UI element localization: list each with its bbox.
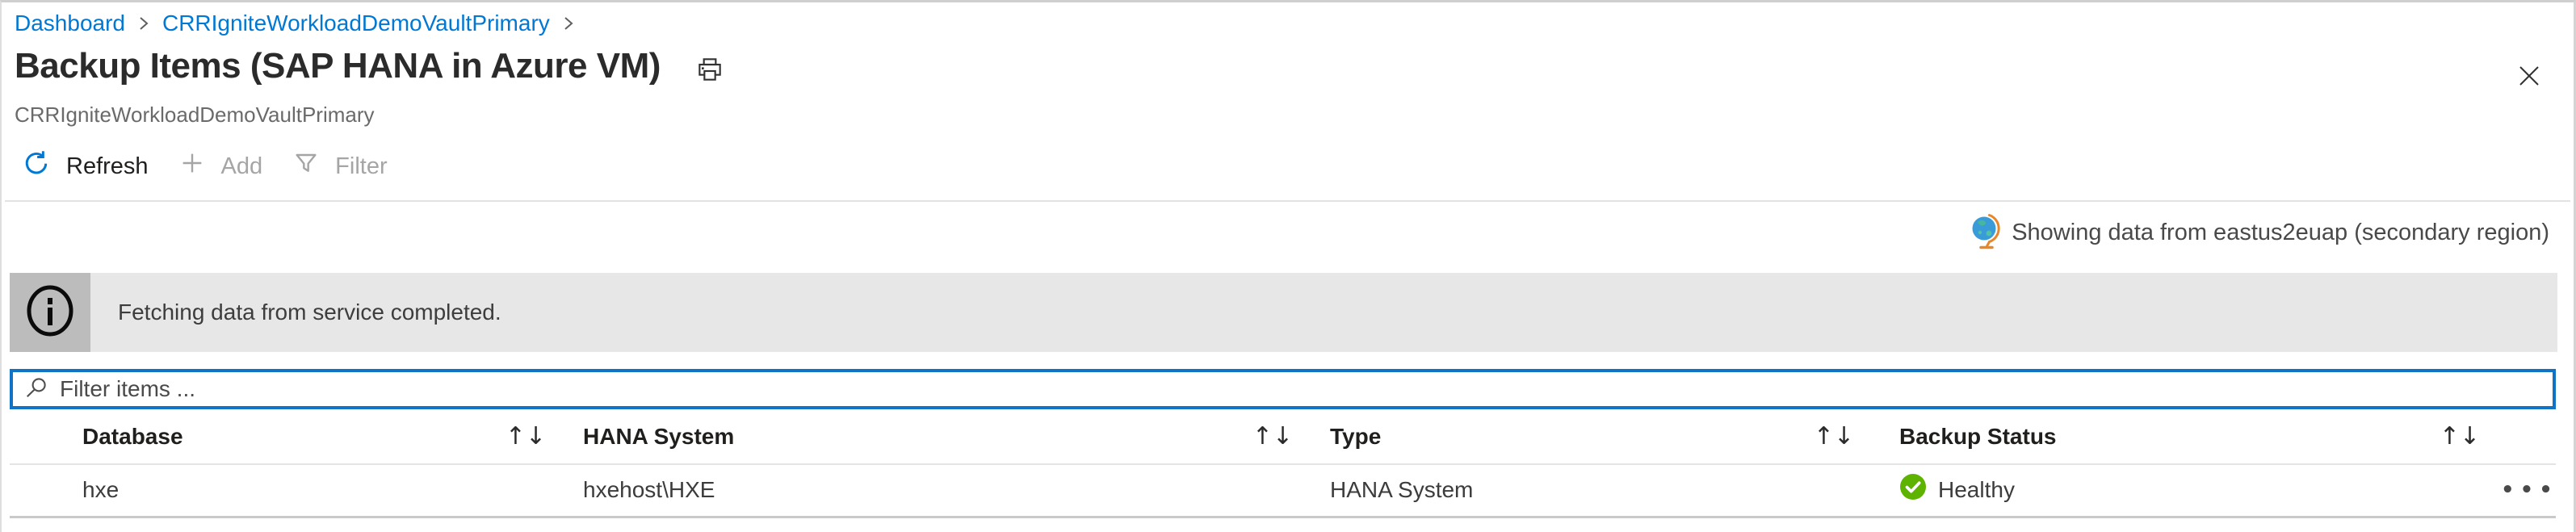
more-actions-icon[interactable]: ••• (2501, 477, 2558, 502)
refresh-button[interactable]: Refresh (23, 149, 149, 183)
sort-icon[interactable]: ↑↓ (2439, 422, 2480, 450)
page-title: Backup Items (SAP HANA in Azure VM) (15, 46, 661, 86)
breadcrumb-dashboard-link[interactable]: Dashboard (15, 10, 125, 36)
close-icon[interactable] (2517, 64, 2541, 92)
region-notice: Showing data from eastus2euap (secondary… (1970, 212, 2549, 253)
filter-button[interactable]: Filter (293, 150, 388, 182)
header-divider (10, 463, 2556, 465)
column-header-type[interactable]: Type ↑↓ (1314, 409, 1875, 463)
filter-items-box (10, 369, 2556, 409)
info-icon-box (10, 273, 90, 352)
info-banner: Fetching data from service completed. (10, 273, 2557, 352)
title-row: Backup Items (SAP HANA in Azure VM) (15, 46, 724, 86)
status-badge: Healthy (1938, 476, 2015, 502)
plus-icon (179, 150, 205, 182)
column-label: Database (82, 423, 183, 449)
column-label: HANA System (583, 423, 735, 449)
add-button[interactable]: Add (179, 150, 263, 182)
region-notice-text: Showing data from eastus2euap (secondary… (2012, 220, 2549, 245)
page-subtitle: CRRIgniteWorkloadDemoVaultPrimary (15, 103, 375, 127)
add-label: Add (220, 153, 263, 179)
refresh-icon (23, 149, 50, 183)
globe-icon (1970, 212, 2002, 253)
toolbar: Refresh Add Filter (23, 149, 388, 183)
printer-icon[interactable] (696, 50, 724, 82)
sort-icon[interactable]: ↑↓ (505, 422, 546, 450)
table-header-row: Database ↑↓ HANA System ↑↓ Type ↑↓ Backu… (82, 409, 2545, 463)
cell-database: hxe (82, 476, 120, 502)
breadcrumb-vault-link[interactable]: CRRIgniteWorkloadDemoVaultPrimary (162, 10, 550, 36)
banner-message: Fetching data from service completed. (118, 300, 501, 325)
funnel-icon (293, 150, 319, 182)
sort-icon[interactable]: ↑↓ (1813, 422, 1854, 450)
column-label: Backup Status (1899, 423, 2057, 449)
toolbar-divider (5, 200, 2570, 202)
filter-items-input[interactable] (60, 376, 2541, 402)
chevron-right-icon (561, 12, 576, 35)
column-header-database[interactable]: Database ↑↓ (82, 409, 567, 463)
chevron-right-icon (136, 12, 151, 35)
row-divider (10, 516, 2556, 518)
table-row[interactable]: hxe hxehost\HXE HANA System Healthy ••• (82, 463, 2553, 516)
column-label: Type (1330, 423, 1382, 449)
info-icon (24, 285, 76, 341)
column-header-backup-status[interactable]: Backup Status ↑↓ (1875, 409, 2501, 463)
cell-type: HANA System (1330, 476, 1474, 502)
cell-backup-status: Healthy (1875, 473, 2501, 506)
sort-icon[interactable]: ↑↓ (1252, 422, 1293, 450)
filter-label: Filter (335, 153, 388, 179)
healthy-check-icon (1899, 473, 1927, 506)
refresh-label: Refresh (66, 153, 149, 179)
breadcrumb: Dashboard CRRIgniteWorkloadDemoVaultPrim… (15, 10, 576, 36)
backup-items-table: Database ↑↓ HANA System ↑↓ Type ↑↓ Backu… (82, 409, 2553, 516)
column-header-hana-system[interactable]: HANA System ↑↓ (567, 409, 1314, 463)
cell-hana-system: hxehost\HXE (583, 476, 715, 502)
search-icon (24, 375, 48, 404)
